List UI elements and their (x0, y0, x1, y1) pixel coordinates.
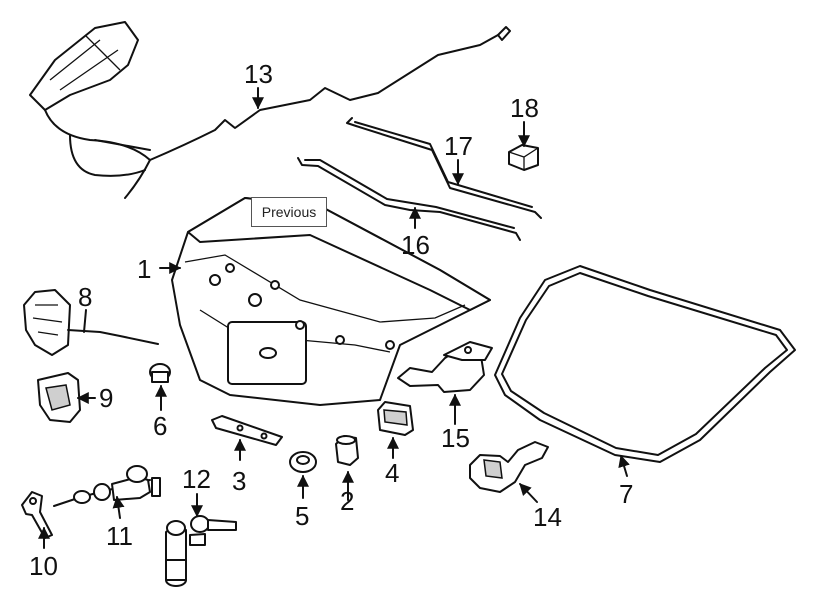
part-7-weatherstrip[interactable] (494, 265, 796, 463)
previous-tooltip-label: Previous (261, 204, 317, 220)
callout-10: 10 (29, 551, 58, 581)
part-11-cylinder[interactable] (53, 465, 161, 507)
callout-2: 2 (340, 486, 354, 516)
leader-lines (38, 87, 630, 549)
callout-18: 18 (510, 93, 539, 123)
part-12-lock-set[interactable] (165, 515, 237, 587)
callout-5: 5 (295, 501, 309, 531)
callout-4: 4 (385, 458, 399, 488)
callout-17: 17 (444, 131, 473, 161)
previous-tooltip[interactable]: Previous (251, 197, 327, 227)
arrow-icon-8 (83, 309, 87, 333)
part-3-strip[interactable] (211, 415, 283, 446)
arrow-icon-7 (618, 454, 630, 477)
callout-6: 6 (153, 411, 167, 441)
callout-12: 12 (182, 464, 211, 494)
part-18-clip[interactable] (508, 144, 539, 171)
callout-16: 16 (401, 230, 430, 260)
callout-14: 14 (533, 502, 562, 532)
part-14-latch[interactable] (469, 441, 549, 493)
part-10-key[interactable] (21, 491, 53, 539)
part-2-bumper[interactable] (335, 435, 359, 466)
callout-9: 9 (99, 383, 113, 413)
part-9-bracket[interactable] (37, 372, 81, 423)
callout-7: 7 (619, 479, 633, 509)
callout-13: 13 (244, 59, 273, 89)
part-16-rod[interactable] (297, 157, 521, 241)
part-6-bumper[interactable] (149, 363, 171, 383)
part-5-grommet[interactable] (289, 451, 317, 473)
callout-3: 3 (232, 466, 246, 496)
callout-11: 11 (106, 521, 133, 551)
part-17-rod[interactable] (346, 117, 542, 219)
part-13-cable[interactable] (29, 21, 511, 199)
callouts: 1 2 3 4 5 6 7 8 9 10 11 12 13 14 15 16 1… (29, 59, 633, 581)
arrow-icon-11 (112, 495, 125, 519)
callout-8: 8 (78, 282, 92, 312)
arrow-icon-14 (519, 483, 538, 503)
part-8-opener[interactable] (23, 289, 159, 356)
part-4-handle[interactable] (377, 401, 414, 436)
part-15-hinge[interactable] (397, 341, 493, 393)
callout-1: 1 (137, 254, 151, 284)
callout-15: 15 (441, 423, 470, 453)
